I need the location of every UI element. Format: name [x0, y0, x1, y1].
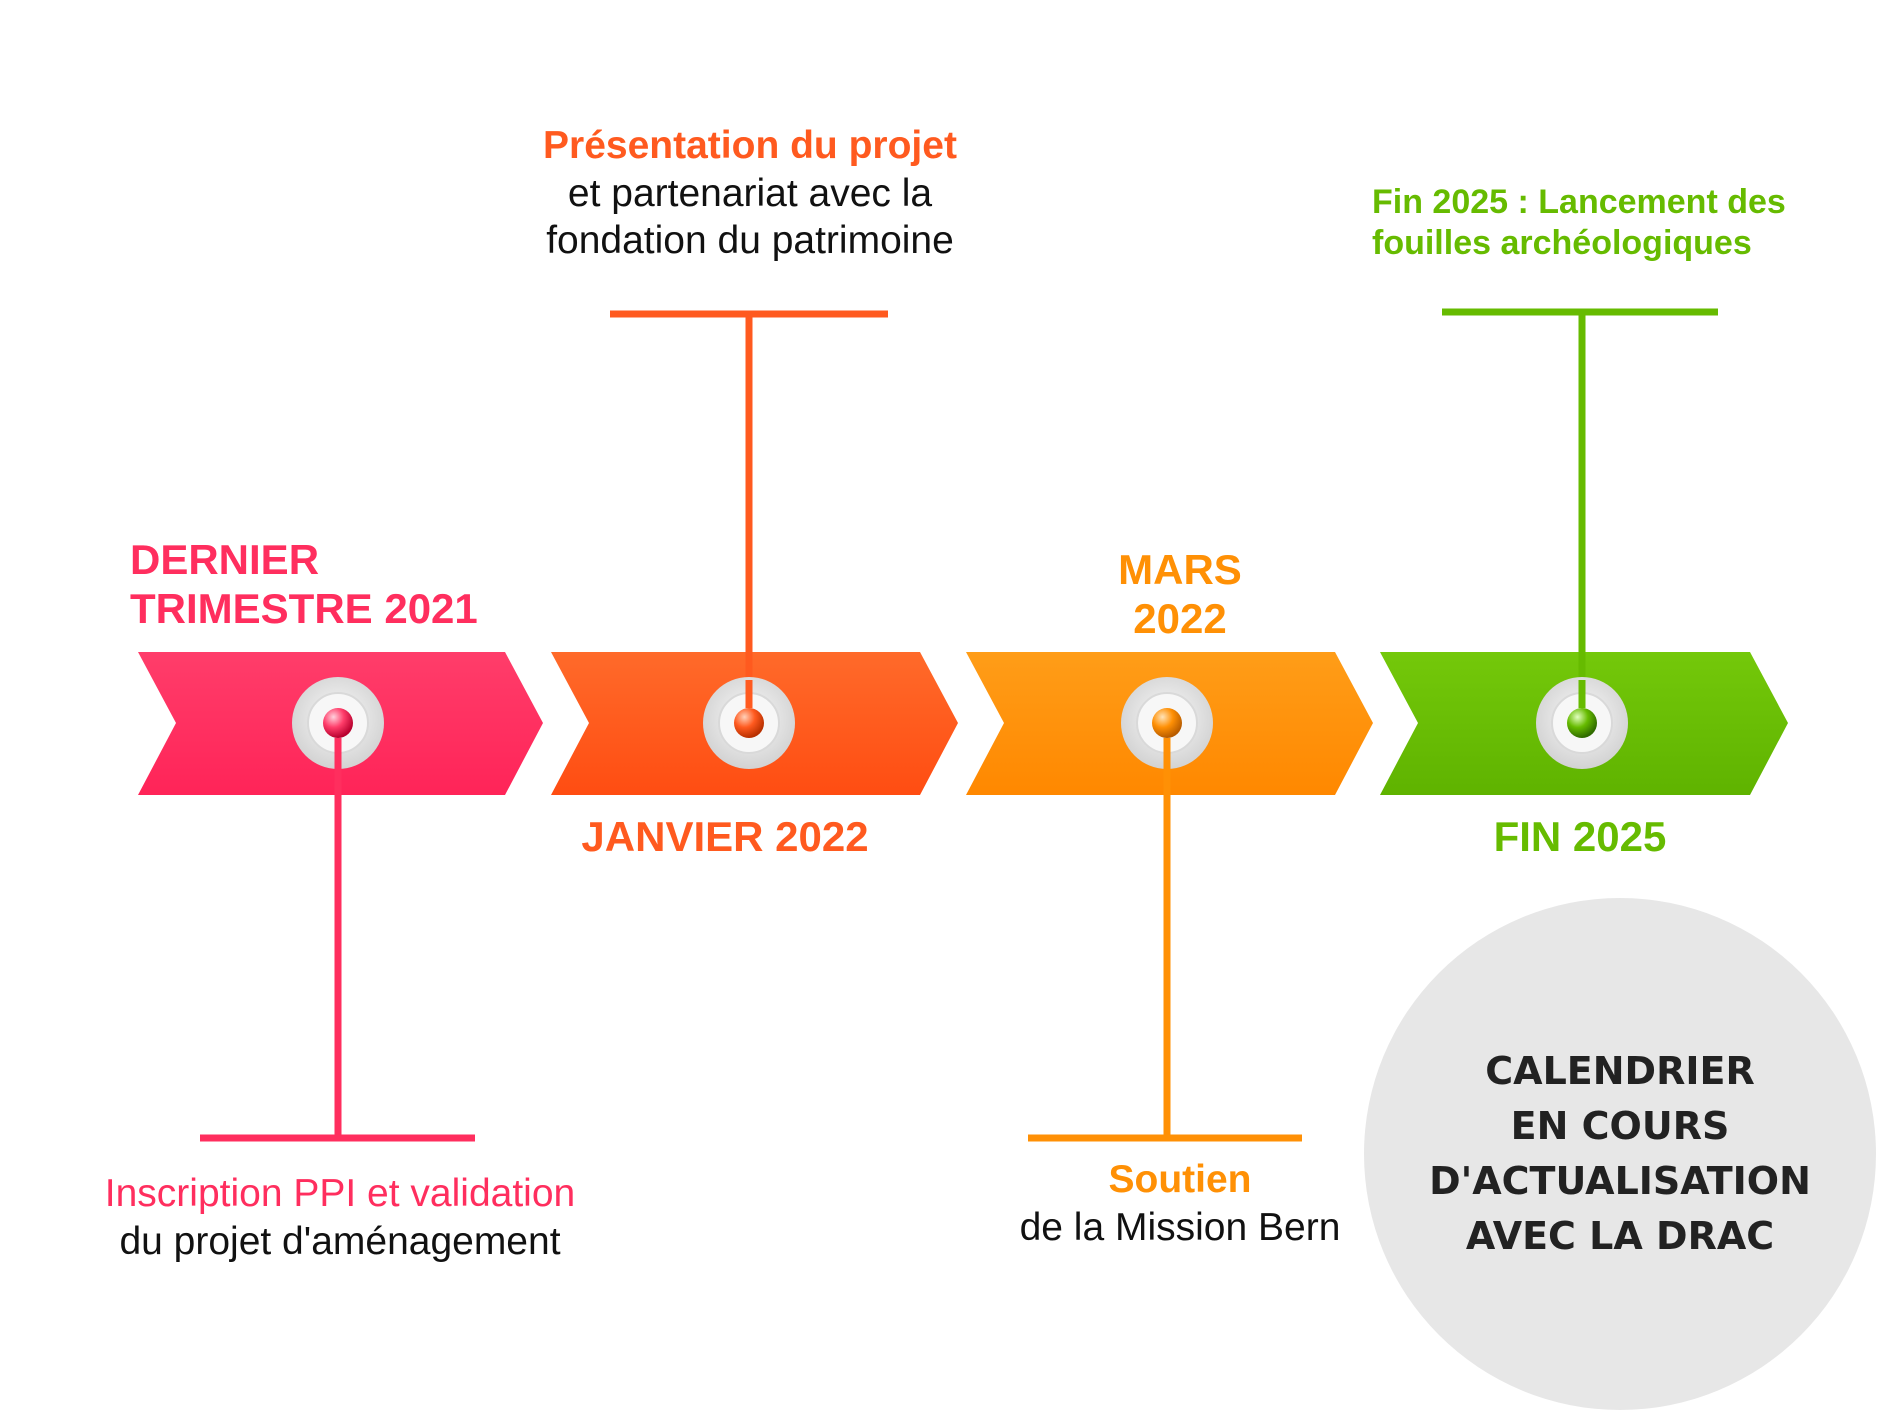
milestone-2-date: JANVIER 2022: [581, 813, 869, 860]
milestone-2-description: Présentation du projet et partenariat av…: [543, 124, 957, 263]
marker-2: [703, 677, 795, 769]
calendar-note-circle: CALENDRIER EN COURS D'ACTUALISATION AVEC…: [1364, 898, 1876, 1410]
milestone-3-description: Soutien de la Mission Bern: [1019, 1158, 1341, 1249]
milestone-4-date: FIN 2025: [1493, 813, 1667, 860]
marker-1: [292, 677, 384, 769]
calendar-note-text: CALENDRIER EN COURS D'ACTUALISATION AVEC…: [1429, 1048, 1811, 1259]
milestone-4-description: Fin 2025 : Lancement des fouilles archéo…: [1372, 183, 1786, 263]
milestone-3-date: MARS 2022: [1118, 546, 1242, 642]
milestone-1-date: DERNIER TRIMESTRE 2021: [130, 536, 478, 632]
marker-3: [1121, 677, 1213, 769]
milestone-1-description: Inscription PPI et validation du projet …: [104, 1172, 576, 1263]
